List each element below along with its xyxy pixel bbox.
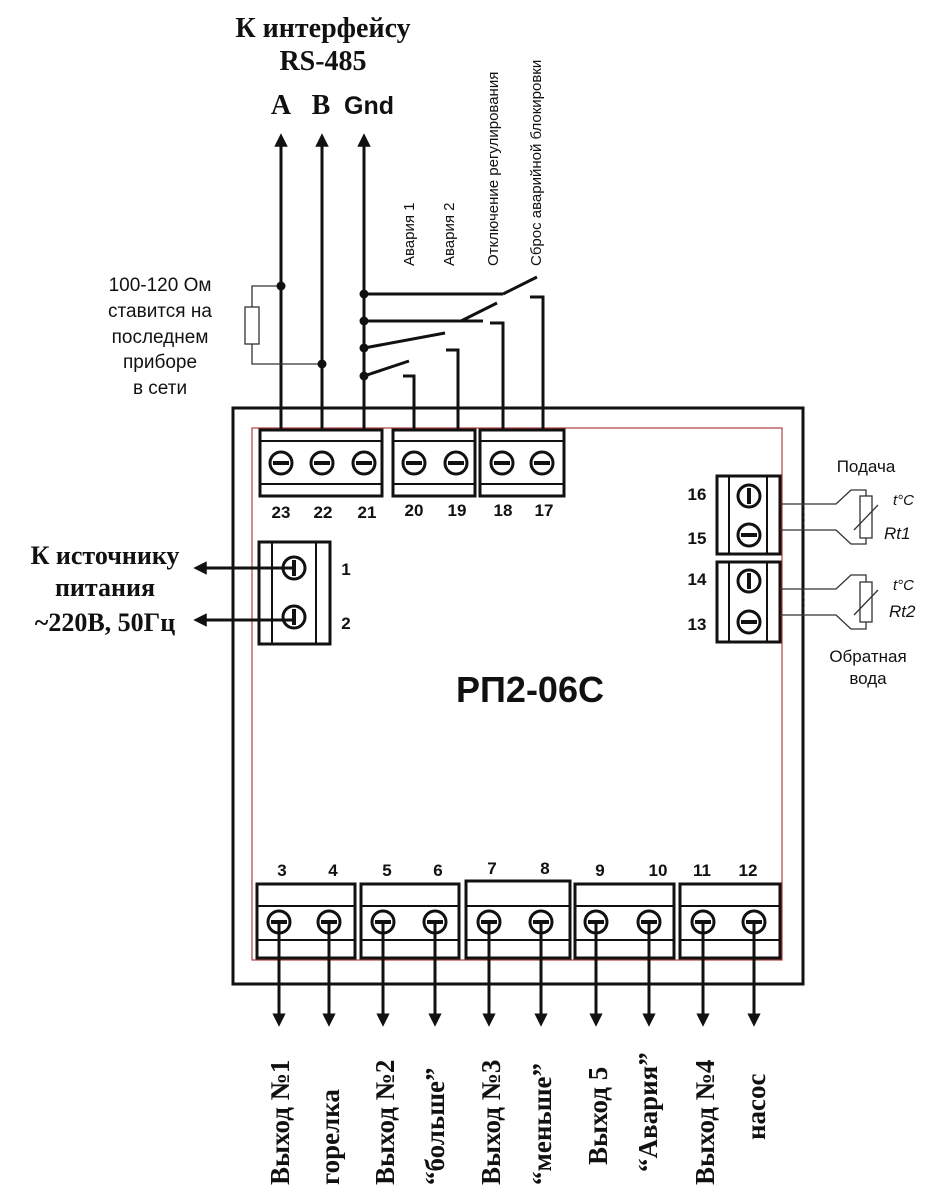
- terminal-number: 2: [341, 614, 350, 633]
- terminal-number: 19: [448, 501, 467, 520]
- output-arrows: [272, 922, 761, 1027]
- input-label-reset-lock: Сброс аварийной блокировки: [528, 60, 545, 266]
- device-inner-border: [251, 427, 783, 961]
- rs485-title-line1: К интерфейсу: [235, 13, 410, 44]
- output5-label-line2: “Авария”: [633, 1052, 663, 1172]
- terminal-block-top-2: [391, 428, 477, 498]
- resistor-note-line3: последнем: [112, 327, 209, 348]
- sensor-rt2-label: Rt2: [889, 602, 916, 621]
- resistor-note-line4: приборе: [123, 352, 197, 373]
- output3-label-line2: “меньше”: [527, 1063, 557, 1185]
- sensor-return-label-line1: Обратная: [829, 647, 906, 666]
- output4-label-line1: Выход №4: [690, 1060, 720, 1185]
- thermistor-rt1: [780, 489, 879, 545]
- terminal-block-sensor-return: [715, 560, 782, 644]
- input-switches: [359, 275, 545, 433]
- terminal-number: 9: [595, 861, 604, 880]
- terminal-number: 12: [739, 861, 758, 880]
- terminal-number: 10: [649, 861, 668, 880]
- terminal-number: 8: [540, 859, 549, 878]
- output5-label-line1: Выход 5: [583, 1067, 613, 1165]
- terminal-number: 17: [535, 501, 554, 520]
- output1-label-line2: горелка: [315, 1089, 345, 1185]
- terminal-block-output5: [573, 882, 676, 960]
- power-label-line3: ~220В, 50Гц: [35, 608, 175, 637]
- terminal-block-sensor-supply: [715, 474, 782, 556]
- termination-resistor: [244, 281, 327, 369]
- terminal-block-power: [193, 540, 332, 646]
- terminal-number: 13: [688, 615, 707, 634]
- terminal-number: 4: [328, 861, 338, 880]
- terminal-number: 18: [494, 501, 513, 520]
- sensor-rt1-label: Rt1: [884, 524, 910, 543]
- terminal-number: 7: [487, 859, 496, 878]
- terminal-number: 21: [358, 503, 377, 522]
- output3-label-line1: Выход №3: [476, 1060, 506, 1185]
- terminal-number: 23: [272, 503, 291, 522]
- terminal-number: 20: [405, 501, 424, 520]
- rs485-label-a: A: [271, 90, 292, 121]
- rs485-label-gnd: Gnd: [344, 92, 394, 120]
- sensor-return-label-line2: вода: [849, 669, 887, 688]
- output1-label-line1: Выход №1: [265, 1060, 295, 1185]
- terminal-block-output1: [255, 882, 357, 960]
- terminal-number: 22: [314, 503, 333, 522]
- terminal-number: 3: [277, 861, 286, 880]
- terminal-number: 15: [688, 529, 707, 548]
- terminal-block-output4: [678, 882, 782, 960]
- terminal-block-output3: [464, 879, 572, 960]
- input-label-alarm1: Авария 1: [401, 202, 418, 266]
- power-label-line2: питания: [55, 573, 155, 602]
- sensor-temp-symbol: t°C: [893, 577, 914, 594]
- terminal-number: 11: [693, 861, 711, 880]
- terminal-number: 6: [433, 861, 442, 880]
- device-name: РП2-06С: [456, 669, 604, 710]
- sensor-supply-label: Подача: [837, 457, 896, 476]
- terminal-block-top-3: [478, 428, 566, 498]
- terminal-block-output2: [359, 882, 461, 960]
- terminal-number: 1: [341, 560, 350, 579]
- terminal-number: 5: [382, 861, 391, 880]
- input-label-alarm2: Авария 2: [441, 202, 458, 266]
- resistor-note-line1: 100-120 Ом: [109, 275, 212, 296]
- rs485-title-line2: RS-485: [279, 46, 366, 77]
- sensor-temp-symbol: t°C: [893, 492, 914, 509]
- power-label-line1: К источнику: [31, 541, 180, 570]
- resistor-note-line2: ставится на: [108, 301, 212, 322]
- thermistor-rt2: [780, 574, 879, 630]
- input-label-disable-regulation: Отключение регулирования: [485, 72, 502, 266]
- terminal-number: 16: [688, 485, 707, 504]
- resistor-note-line5: в сети: [133, 378, 187, 399]
- output2-label-line1: Выход №2: [370, 1060, 400, 1185]
- output2-label-line2: “больше”: [420, 1068, 450, 1186]
- terminal-number: 14: [688, 570, 707, 589]
- output4-label-line2: насос: [741, 1073, 771, 1140]
- terminal-block-top-1: [258, 428, 384, 498]
- rs485-label-b: B: [312, 90, 331, 121]
